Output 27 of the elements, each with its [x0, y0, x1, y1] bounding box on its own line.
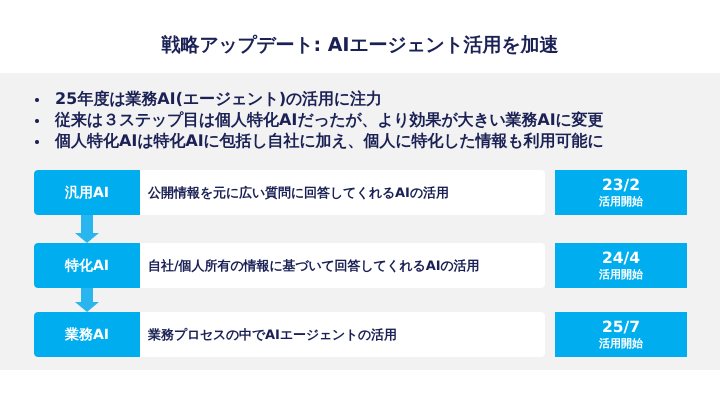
status-text: 活用開始	[599, 336, 643, 351]
status-text: 活用開始	[599, 267, 643, 282]
date-box	[555, 243, 687, 288]
description-text: 公開情報を元に広い質問に回答してくれるAIの活用	[148, 184, 449, 202]
bullet-text: 個人特化AIは特化AIに包括し自社に加え、個人に特化した情報も利用可能に	[55, 131, 604, 151]
category-label: 特化AI	[64, 256, 110, 274]
description-text: 自社/個人所有の情報に基づいて回答してくれるAIの活用	[148, 258, 480, 274]
category-box	[34, 243, 140, 288]
description-box	[140, 170, 545, 215]
date-box	[555, 312, 687, 357]
arrow	[75, 215, 99, 243]
status-text: 活用開始	[599, 194, 643, 209]
date-box	[555, 170, 687, 215]
category-box	[34, 170, 140, 215]
description-box	[140, 312, 545, 357]
arrow	[75, 288, 99, 312]
description-box	[140, 243, 545, 288]
bullet-text: 従来は３ステップ目は個人特化AIだったが、より効果が大きい業務AIに変更	[55, 110, 604, 130]
date-text: 25/7	[602, 318, 640, 336]
title: 戦略アップデート: AIエージェント活用を加速	[160, 33, 560, 58]
category-box	[34, 312, 140, 357]
category-label: 業務AI	[64, 326, 110, 344]
category-label: 汎用AI	[64, 184, 110, 202]
description-text: 業務プロセスの中でAIエージェントの活用	[148, 326, 397, 344]
date-text: 23/2	[602, 176, 640, 194]
date-text: 24/4	[602, 249, 640, 267]
bullet-text: 25年度は業務AI(エージェント)の活用に注力	[55, 89, 382, 109]
